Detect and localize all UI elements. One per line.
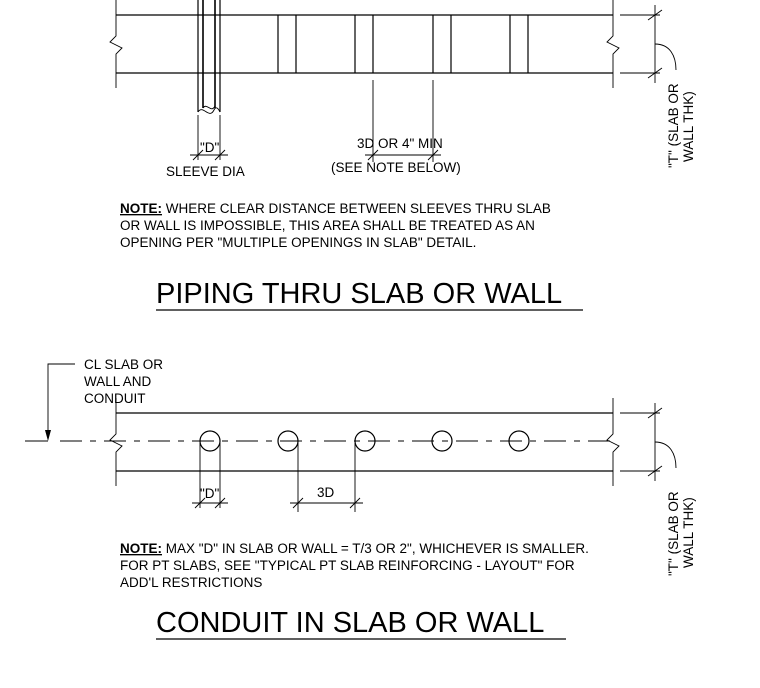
cl-label-line2: WALL AND bbox=[84, 374, 152, 389]
sleeve-dia-dimension bbox=[190, 115, 228, 161]
conduit-note-text: MAX "D" IN SLAB OR WALL = T/3 OR 2", WHI… bbox=[162, 541, 589, 556]
piping-title: PIPING THRU SLAB OR WALL bbox=[156, 278, 562, 310]
sleeves bbox=[277, 15, 529, 73]
conduit-note-head: NOTE: bbox=[120, 541, 162, 556]
cl-label-line3: CONDUIT bbox=[84, 391, 146, 406]
conduit-thickness-label-line2: WALL THK) bbox=[681, 497, 696, 568]
thickness-label-line1: "T" (SLAB OR bbox=[666, 83, 681, 168]
spacing-label: 3D OR 4" MIN bbox=[357, 136, 443, 151]
pipe-with-sleeve bbox=[197, 0, 221, 114]
piping-slab-section bbox=[109, 0, 660, 88]
d-label: "D" bbox=[200, 140, 220, 155]
thickness-dimension-top bbox=[647, 5, 677, 83]
conduit-d-label: "D" bbox=[200, 486, 220, 501]
centerline-leader bbox=[45, 363, 75, 441]
conduit-3d-label: 3D bbox=[317, 485, 335, 500]
note-head: NOTE: bbox=[120, 201, 162, 216]
piping-note-line1: NOTE: WHERE CLEAR DISTANCE BETWEEN SLEEV… bbox=[120, 201, 551, 216]
conduit-note-line1: NOTE: MAX "D" IN SLAB OR WALL = T/3 OR 2… bbox=[120, 541, 589, 556]
cl-label-line1: CL SLAB OR bbox=[84, 357, 163, 372]
conduit-title: CONDUIT IN SLAB OR WALL bbox=[156, 607, 544, 639]
conduit-slab-section bbox=[25, 398, 660, 486]
conduit-spacing-dimension bbox=[290, 443, 363, 512]
piping-note-line3: OPENING PER "MULTIPLE OPENINGS IN SLAB" … bbox=[120, 235, 476, 250]
thickness-dimension-bottom bbox=[647, 403, 677, 481]
conduit-note-line2: FOR PT SLABS, SEE "TYPICAL PT SLAB REINF… bbox=[120, 558, 575, 573]
conduit-thickness-label-line1: "T" (SLAB OR bbox=[666, 491, 681, 576]
thickness-label-line2: WALL THK) bbox=[681, 91, 696, 162]
spacing-note-ref: (SEE NOTE BELOW) bbox=[331, 160, 461, 175]
sleeve-spacing-dimension bbox=[365, 80, 441, 162]
note-text: WHERE CLEAR DISTANCE BETWEEN SLEEVES THR… bbox=[162, 201, 551, 216]
sleeve-dia-label: SLEEVE DIA bbox=[166, 164, 245, 179]
conduits bbox=[199, 430, 530, 452]
conduit-dia-dimension bbox=[192, 443, 228, 509]
piping-note-line2: OR WALL IS IMPOSSIBLE, THIS AREA SHALL B… bbox=[120, 218, 535, 233]
conduit-note-line3: ADD'L RESTRICTIONS bbox=[120, 575, 262, 590]
